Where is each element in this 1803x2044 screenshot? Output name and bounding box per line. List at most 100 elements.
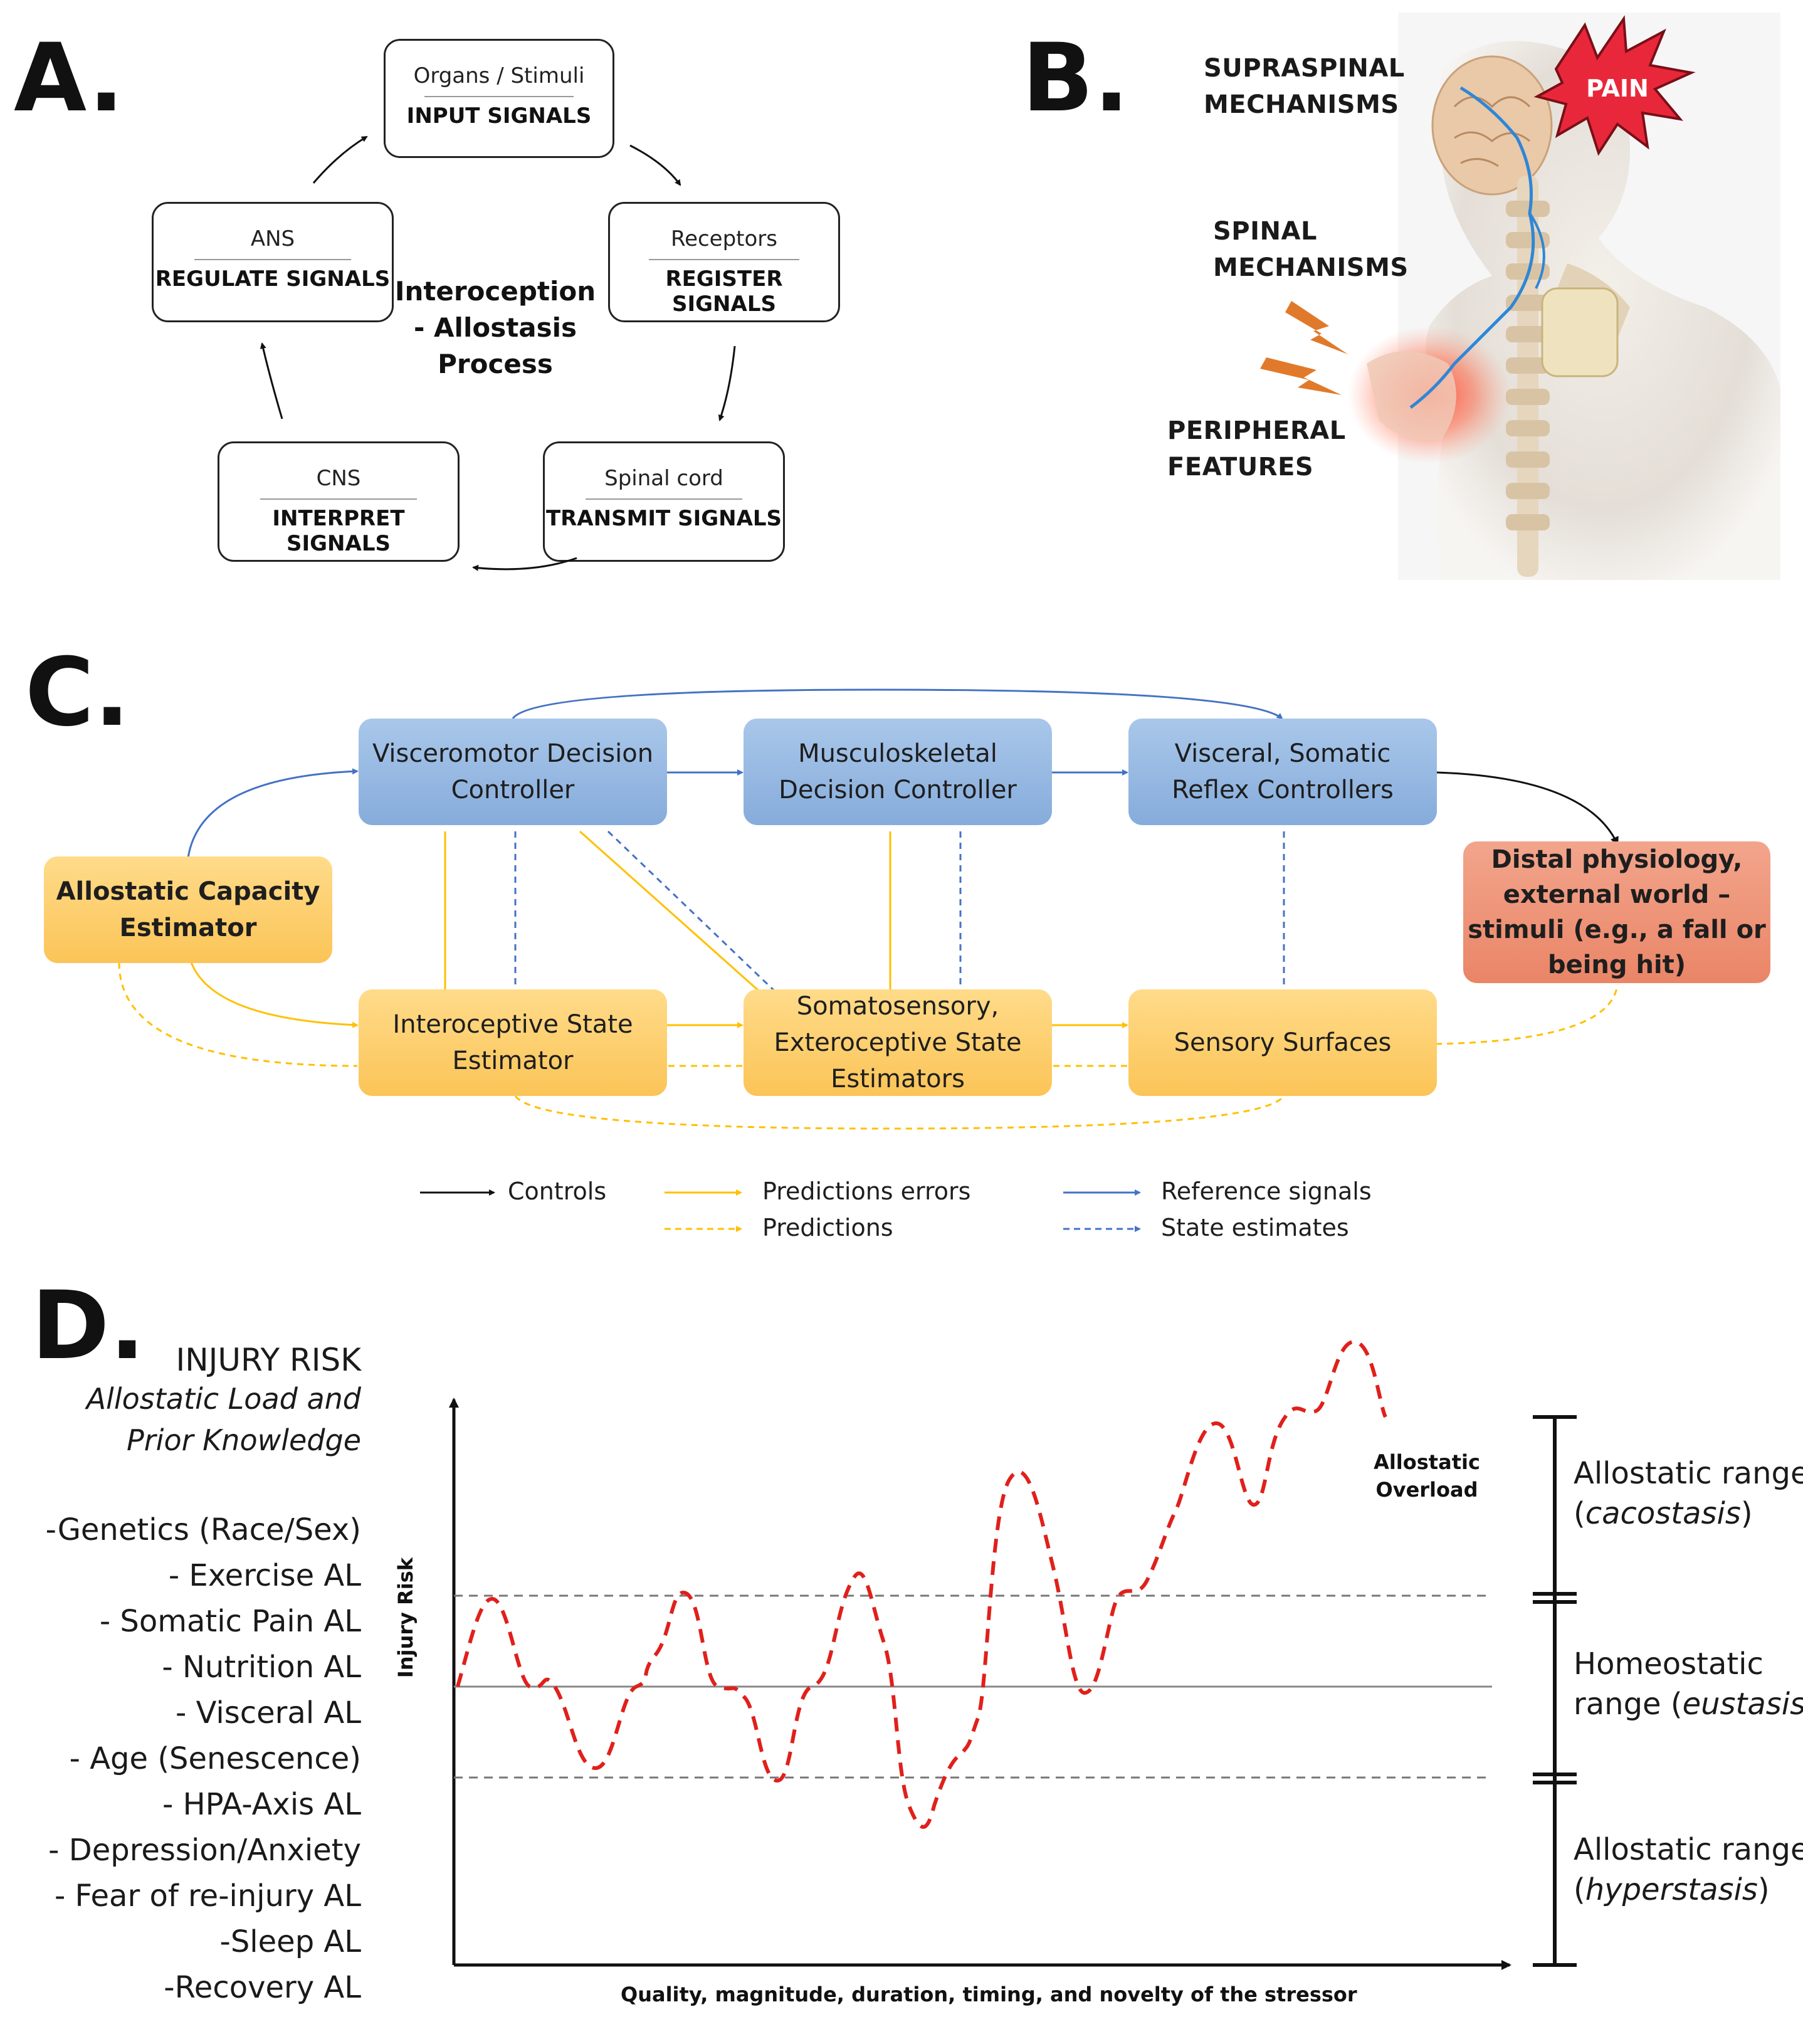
allostatic-line-2: Estimator [119,914,257,942]
interoception-process-label: Interoception - Allostasis Process [389,273,602,382]
box-register-signals: Receptors REGISTER SIGNALS [608,202,840,322]
legend-reference-signals: Reference signals [1161,1177,1372,1205]
overload-line-2: Overload [1375,1478,1478,1502]
supraspinal-label: SUPRASPINAL MECHANISMS [1204,50,1405,123]
distal-line-3: stimuli (e.g., a fall or [1468,915,1766,944]
lightning-bolt-icon [1260,357,1342,395]
box-regulate-bottom: REGULATE SIGNALS [155,266,391,292]
factor-item: -Genetics (Race/Sex) [45,1512,361,1547]
paren-open: ( [1574,1872,1585,1907]
eustasis-line-2: range (eustasis) [1574,1684,1803,1724]
allostatic-overload-label: Allostatic Overload [1364,1448,1490,1504]
sensory-line-1: Sensory Surfaces [1174,1028,1392,1057]
box-register-bottom: REGISTER SIGNALS [665,266,783,317]
peripheral-line-2: FEATURES [1167,453,1314,482]
box-transmit-top: Spinal cord [604,466,723,491]
process-line-2: - Allostasis [413,312,577,343]
factor-item: - Somatic Pain AL [99,1604,361,1639]
factor-item: - Depression/Anxiety [48,1833,361,1868]
node-sensory-surfaces: Sensory Surfaces [1128,989,1437,1096]
paren-close: ) [1740,1496,1753,1531]
box-separator [648,259,800,260]
somatosensory-line-1: Somatosensory, [796,992,999,1021]
arrow-transmit-to-interpret [472,557,577,571]
peripheral-line-1: PERIPHERAL [1167,416,1346,445]
peripheral-label: PERIPHERAL FEATURES [1167,413,1346,485]
legend-controls: Controls [508,1177,607,1205]
box-interpret-top: CNS [316,466,361,491]
dashed-sensory-to-distal [1435,984,1619,1045]
allostatic-line-1: Allostatic Capacity [56,877,320,906]
process-line-3: Process [438,349,553,379]
spinal-line-1: SPINAL [1213,217,1317,246]
eustasis-term: eustasis [1682,1687,1803,1722]
lightning-bolt-icons [1260,301,1348,395]
control-diagram-arrows [118,688,1619,1130]
pain-burst-icon [1533,15,1696,156]
arrow-register-to-transmit [718,345,736,421]
arrow-regulate-to-input [312,135,368,184]
x-axis-label: Quality, magnitude, duration, timing, an… [621,1983,1357,2006]
box-separator [585,498,743,500]
box-transmit-signals: Spinal cord TRANSMIT SIGNALS [543,441,785,562]
legend-state-estimates: State estimates [1161,1214,1349,1241]
factor-item: -Recovery AL [164,1970,361,2005]
y-axis-label: Injury Risk [394,1557,418,1678]
factor-item: - Nutrition AL [162,1650,361,1685]
box-transmit-bottom: TRANSMIT SIGNALS [545,506,782,531]
supraspinal-line-2: MECHANISMS [1204,90,1399,119]
visceral-line-2: Reflex Controllers [1172,776,1394,804]
somatosensory-line-3: Estimators [831,1065,965,1093]
visceral-line-1: Visceral, Somatic [1174,739,1391,768]
spinal-label: SPINAL MECHANISMS [1213,213,1409,286]
box-interpret-bottom: INTERPRET SIGNALS [272,506,405,556]
process-line-1: Interoception [394,276,596,307]
spinal-line-2: MECHANISMS [1213,253,1409,282]
nerve-pathway [1409,86,1535,409]
dashed-allostatic-predictions [118,962,358,1067]
cacostasis-line-1: Allostatic range [1574,1456,1803,1491]
allostatic-load-subheading-2: Prior Knowledge [127,1423,361,1457]
range-cacostasis: Allostatic range (cacostasis) [1574,1453,1803,1534]
hyperstasis-term: hyperstasis [1585,1872,1758,1907]
distal-line-2: external world – [1503,880,1731,909]
legend-lines [420,1189,1141,1232]
musculoskeletal-line-1: Musculoskeletal [798,739,997,768]
diagonal-state-estimate [607,830,775,992]
box-separator [194,259,352,260]
box-input-bottom: INPUT SIGNALS [406,103,592,129]
supraspinal-line-1: SUPRASPINAL [1204,54,1405,83]
distal-line-4: being hit) [1547,951,1686,979]
allostatic-load-subheading-1: Allostatic Load and [86,1382,361,1416]
box-input-signals: Organs / Stimuli INPUT SIGNALS [384,39,614,158]
cycle-arrows [260,135,736,571]
arrow-interpret-to-regulate [260,342,283,419]
factor-item: - Exercise AL [168,1558,361,1593]
overload-line-1: Allostatic [1374,1450,1480,1474]
interoceptive-line-1: Interoceptive State [392,1010,633,1039]
hyperstasis-line-1: Allostatic range [1574,1832,1803,1867]
box-input-top: Organs / Stimuli [413,63,585,88]
box-separator [260,498,418,500]
box-regulate-top: ANS [250,226,295,251]
legend-predictions: Predictions [762,1214,893,1241]
lightning-bolt-icon [1285,301,1348,354]
box-separator [424,96,574,97]
brain-shape [1431,55,1553,196]
range-hyperstasis: Allostatic range (hyperstasis) [1574,1830,1803,1910]
hand [1367,351,1456,440]
box-regulate-signals: ANS REGULATE SIGNALS [152,202,394,322]
interoceptive-line-2: Estimator [452,1046,574,1075]
factor-item: -Sleep AL [219,1924,362,1959]
box-interpret-signals: CNS INTERPRET SIGNALS [218,441,460,562]
dashed-bottom-arc [514,1095,1285,1130]
diagonal-prediction-error [579,830,759,992]
eustasis-line-1: Homeostatic [1574,1646,1764,1682]
legend-prediction-errors: Predictions errors [762,1177,971,1205]
factor-item: - Visceral AL [176,1695,361,1731]
